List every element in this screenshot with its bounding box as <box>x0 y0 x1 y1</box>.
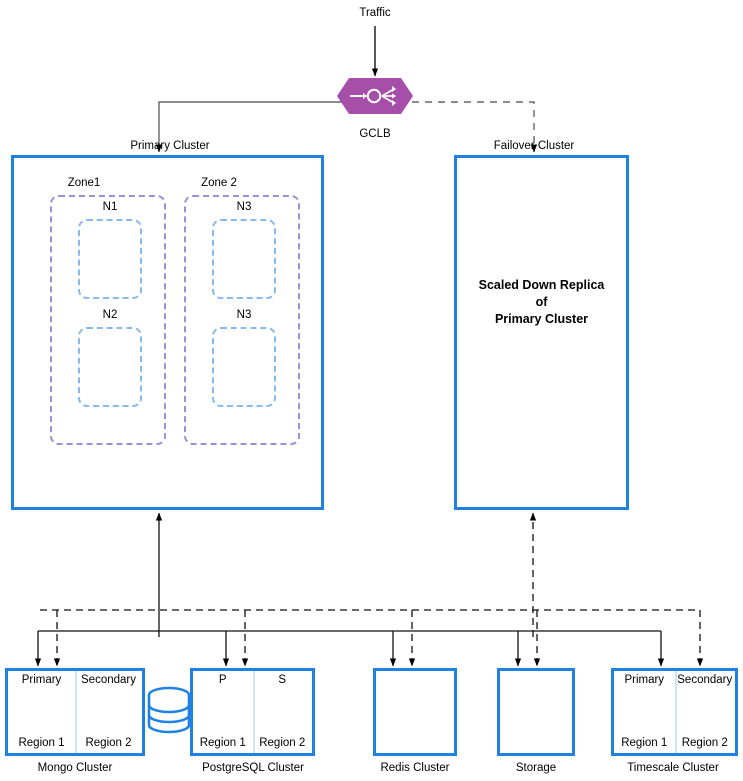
mongo-database-icon-secondary <box>147 686 191 734</box>
failover-cluster-box[interactable]: Scaled Down Replica of Primary Cluster <box>454 155 629 510</box>
redis-cluster-box[interactable] <box>373 668 457 756</box>
timescale-region-divider <box>674 671 677 753</box>
postgres-secondary-half[interactable]: S Region 2 <box>253 671 313 753</box>
failover-replica-line1: Scaled Down Replica <box>478 278 605 292</box>
postgres-primary-region: Region 1 <box>199 737 246 749</box>
node-label-n3a: N3 <box>236 201 252 213</box>
node-box-n2[interactable] <box>78 327 142 407</box>
mongo-cluster-box[interactable]: Primary Region 1 Secondary Region 2 <box>5 668 145 756</box>
failover-replica-line2: of <box>535 295 548 309</box>
postgres-cluster-box[interactable]: P Region 1 S Region 2 <box>190 668 315 756</box>
primary-cluster-label: Primary Cluster <box>130 140 210 152</box>
postgres-secondary-role: S <box>278 674 287 686</box>
timescale-cluster-box[interactable]: Primary Region 1 Secondary Region 2 <box>611 668 738 756</box>
postgres-secondary-region: Region 2 <box>259 737 306 749</box>
node-box-n3a[interactable] <box>212 219 276 299</box>
mongo-primary-role: Primary <box>21 674 62 686</box>
zone-label-1: Zone1 <box>67 177 101 189</box>
zone-box-1[interactable]: N1 N2 <box>50 195 166 445</box>
mongo-cluster-caption: Mongo Cluster <box>37 762 113 774</box>
failover-cluster-label: Failover Cluster <box>493 140 575 152</box>
mongo-secondary-half[interactable]: Secondary Region 2 <box>75 671 142 753</box>
gclb-label: GCLB <box>359 128 391 140</box>
timescale-cluster-caption: Timescale Cluster <box>627 762 719 774</box>
node-box-n1[interactable] <box>78 219 142 299</box>
postgres-cluster-caption: PostgreSQL Cluster <box>202 762 304 774</box>
failover-replica-line3: Primary Cluster <box>494 312 589 326</box>
timescale-secondary-half[interactable]: Secondary Region 2 <box>675 671 736 753</box>
storage-caption: Storage <box>515 762 557 774</box>
node-box-n3b[interactable] <box>212 327 276 407</box>
mongo-primary-half[interactable]: Primary Region 1 <box>8 671 75 753</box>
mongo-secondary-region: Region 2 <box>85 737 132 749</box>
mongo-secondary-role: Secondary <box>81 674 136 686</box>
timescale-primary-region: Region 1 <box>621 737 668 749</box>
zone-label-2: Zone 2 <box>201 177 237 189</box>
postgres-primary-role: P <box>218 674 227 686</box>
primary-cluster-box[interactable]: Zone1 N1 N2 Zone 2 N3 N3 <box>11 155 324 510</box>
node-label-n2: N2 <box>102 309 118 321</box>
postgres-region-divider <box>252 671 255 753</box>
timescale-secondary-region: Region 2 <box>681 737 728 749</box>
storage-box[interactable] <box>497 668 575 756</box>
redis-cluster-caption: Redis Cluster <box>380 762 450 774</box>
node-label-n3b: N3 <box>236 309 252 321</box>
gclb-icon <box>337 78 413 114</box>
traffic-label: Traffic <box>359 7 391 19</box>
mongo-region-divider <box>75 671 77 753</box>
timescale-secondary-role: Secondary <box>677 674 733 686</box>
mongo-primary-region: Region 1 <box>18 737 65 749</box>
node-label-n1: N1 <box>102 201 118 213</box>
timescale-primary-role: Primary <box>624 674 665 686</box>
zone-box-2[interactable]: N3 N3 <box>184 195 300 445</box>
postgres-primary-half[interactable]: P Region 1 <box>193 671 253 753</box>
timescale-primary-half[interactable]: Primary Region 1 <box>614 671 675 753</box>
